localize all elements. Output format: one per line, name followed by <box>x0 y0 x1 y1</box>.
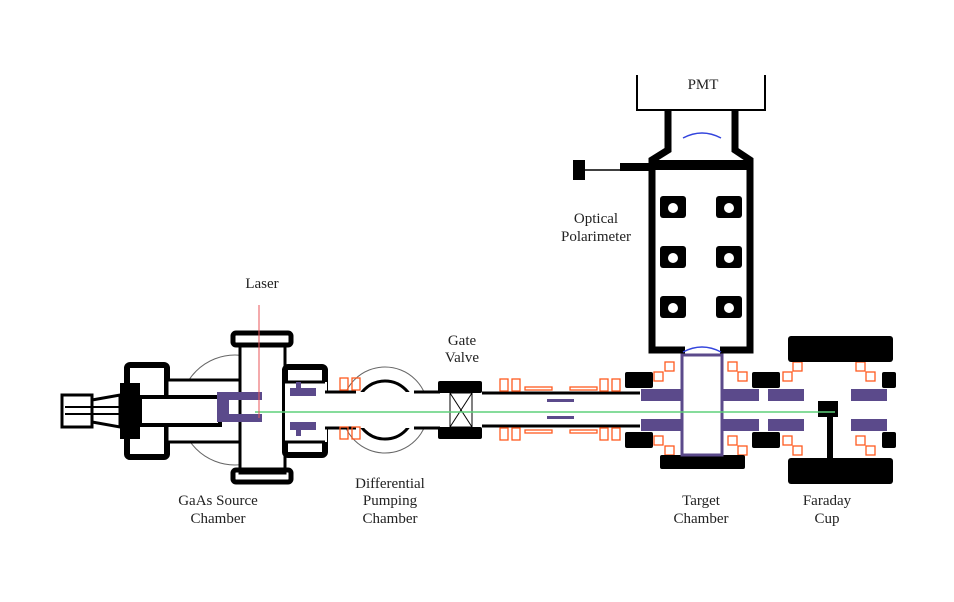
optical-polarimeter-label-1: Optical <box>574 211 618 227</box>
gate-valve-label-1: Gate <box>448 333 477 349</box>
magnet-coils <box>339 361 876 456</box>
optical-polarimeter <box>573 75 766 354</box>
gate-valve-label-2: Valve <box>445 350 479 366</box>
faraday-cup <box>788 336 896 484</box>
gate-valve <box>438 381 482 439</box>
gaas-label-1: GaAs Source <box>178 493 258 509</box>
target-chamber-label-1: Target <box>682 493 721 509</box>
gaas-label-2: Chamber <box>191 511 246 527</box>
differential-pumping-chamber <box>325 366 440 454</box>
pmt-label: PMT <box>688 77 719 93</box>
faraday-cup-label-1: Faraday <box>803 493 852 509</box>
diff-pumping-label-1: Differential <box>355 476 425 492</box>
diff-pumping-label-2: Pumping <box>363 493 418 509</box>
beam-tube <box>482 391 640 428</box>
diff-pumping-label-3: Chamber <box>363 511 418 527</box>
gaas-source-chamber <box>60 330 328 485</box>
target-chamber <box>625 353 887 469</box>
target-chamber-label-2: Chamber <box>674 511 729 527</box>
faraday-cup-label-2: Cup <box>814 511 839 527</box>
source-electrodes <box>217 382 316 436</box>
laser-label: Laser <box>245 276 278 292</box>
optical-polarimeter-label-2: Polarimeter <box>561 229 631 245</box>
